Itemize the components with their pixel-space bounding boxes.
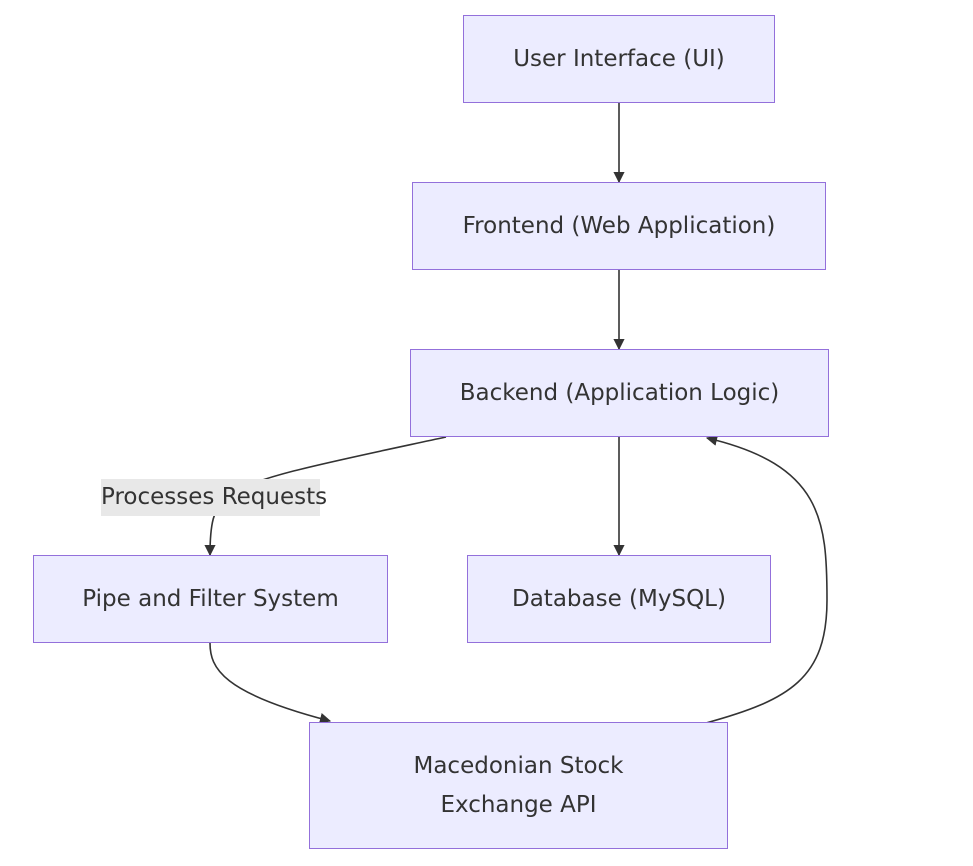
node-frontend: Frontend (Web Application) — [412, 182, 826, 270]
edge-api-to-backend — [705, 434, 828, 724]
edge-pipe-to-api — [209, 642, 332, 724]
node-frontend-label: Frontend (Web Application) — [462, 212, 776, 239]
node-stock-exchange-api-line-1: Macedonian Stock — [413, 752, 624, 779]
node-database: Database (MySQL) — [467, 555, 771, 643]
node-stock-exchange-api: Macedonian Stock Exchange API — [309, 722, 728, 849]
node-user-interface-label: User Interface (UI) — [513, 45, 725, 72]
edge-label-processes-requests: Processes Requests — [101, 479, 327, 516]
node-backend: Backend (Application Logic) — [410, 349, 829, 437]
node-stock-exchange-api-line-2: Exchange API — [440, 791, 597, 818]
node-pipe-and-filter: Pipe and Filter System — [33, 555, 388, 643]
node-user-interface: User Interface (UI) — [463, 15, 775, 103]
node-pipe-and-filter-label: Pipe and Filter System — [82, 585, 339, 612]
node-database-label: Database (MySQL) — [512, 585, 726, 612]
node-backend-label: Backend (Application Logic) — [459, 379, 780, 406]
